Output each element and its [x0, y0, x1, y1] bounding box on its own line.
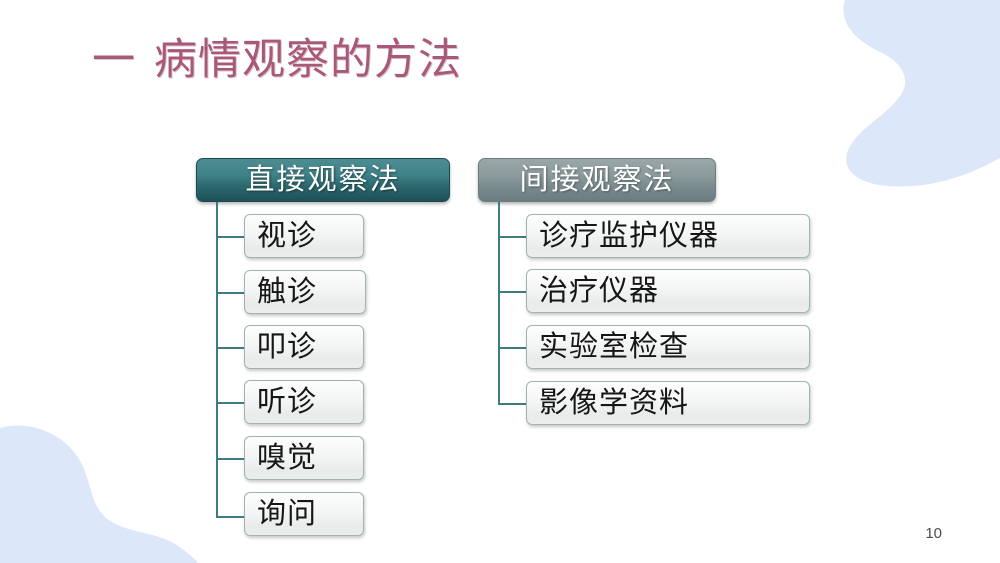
connector-trunk-direct [216, 202, 218, 518]
item-direct-4[interactable]: 听诊 [244, 380, 364, 424]
branch-direct: 直接观察法 [196, 158, 450, 202]
connector-branch-direct-4 [216, 402, 244, 404]
connector-branch-indirect-1 [498, 236, 526, 238]
connector-branch-direct-2 [216, 292, 244, 294]
item-indirect-4[interactable]: 影像学资料 [526, 381, 810, 425]
item-direct-3[interactable]: 叩诊 [244, 325, 364, 369]
item-direct-5[interactable]: 嗅觉 [244, 436, 364, 480]
item-direct-1[interactable]: 视诊 [244, 214, 364, 258]
item-direct-6[interactable]: 询问 [244, 492, 364, 536]
connector-branch-direct-6 [216, 516, 244, 518]
item-direct-2[interactable]: 触诊 [244, 270, 366, 314]
page-title: 一病情观察的方法 [92, 34, 462, 88]
connector-branch-indirect-3 [498, 347, 526, 349]
branch-indirect: 间接观察法 [478, 158, 716, 202]
item-indirect-2[interactable]: 治疗仪器 [526, 269, 810, 313]
title-text: 病情观察的方法 [154, 37, 462, 84]
item-indirect-1[interactable]: 诊疗监护仪器 [526, 214, 810, 258]
connector-trunk-indirect [498, 202, 500, 405]
connector-branch-direct-1 [216, 236, 244, 238]
connector-branch-direct-3 [216, 347, 244, 349]
branch-header-direct[interactable]: 直接观察法 [196, 158, 450, 202]
branch-header-indirect[interactable]: 间接观察法 [478, 158, 716, 202]
connector-branch-direct-5 [216, 458, 244, 460]
connector-branch-indirect-4 [498, 403, 526, 405]
title-numeral: 一 [92, 37, 136, 84]
page-number: 10 [925, 525, 942, 542]
connector-branch-indirect-2 [498, 291, 526, 293]
item-indirect-3[interactable]: 实验室检查 [526, 325, 810, 369]
